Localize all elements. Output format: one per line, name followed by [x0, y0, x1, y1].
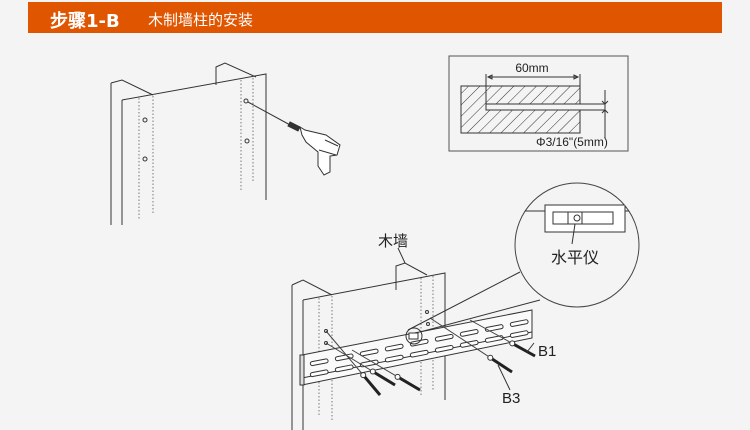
step-number: 步骤1-B — [50, 11, 120, 32]
bracket-slot — [384, 354, 404, 363]
washer — [509, 340, 516, 347]
bracket-slot — [509, 330, 529, 338]
lag-screws — [325, 317, 536, 396]
bracket-slot — [434, 333, 454, 342]
lag-screw — [362, 374, 382, 396]
bracket-slot — [384, 343, 404, 352]
level-magnifier: 水平仪 — [514, 182, 640, 308]
washer — [394, 373, 401, 380]
bracket-slot — [334, 364, 354, 373]
bracket-slot — [484, 324, 504, 332]
bracket-slot — [459, 329, 479, 337]
step-header: 步骤1-B 木制墙柱的安装 — [28, 2, 722, 33]
b3-label: B3 — [502, 390, 520, 407]
wall-holes — [324, 310, 430, 345]
lag-screw — [511, 342, 536, 358]
bracket-slot — [509, 319, 529, 327]
bubble-level-small — [408, 332, 419, 340]
drill-depth-label: 60mm — [515, 61, 548, 75]
bracket-slot — [434, 344, 454, 353]
lag-screw — [489, 356, 513, 374]
washer — [360, 372, 367, 379]
level-label: 水平仪 — [551, 249, 599, 267]
b1-label: B1 — [538, 343, 556, 360]
washer — [369, 368, 376, 375]
bracket-slot — [359, 348, 379, 357]
drill-icon — [247, 101, 341, 176]
bracket-slot — [309, 358, 329, 367]
bracket-slot — [309, 369, 329, 378]
bracket-slot — [409, 349, 429, 358]
step-title: 木制墙柱的安装 — [148, 11, 254, 29]
drill-diameter-label: Φ3/16"(5mm) — [536, 135, 608, 149]
bracket-slot — [484, 335, 504, 343]
wall-bracket — [299, 309, 533, 386]
washer — [487, 354, 494, 361]
lag-screw — [396, 375, 421, 392]
bracket-mounting-illustration: 木墙 B1 B3 — [291, 233, 556, 430]
pilot-holes — [142, 98, 250, 162]
wood-wall-label: 木墙 — [378, 233, 408, 250]
wood-stud-drilling-illustration — [110, 62, 341, 225]
lag-screw — [372, 370, 396, 387]
bracket-slot — [334, 353, 354, 362]
drill-depth-inset: 60mm Φ3/16"(5mm) — [448, 55, 629, 152]
bracket-slot — [359, 359, 379, 368]
